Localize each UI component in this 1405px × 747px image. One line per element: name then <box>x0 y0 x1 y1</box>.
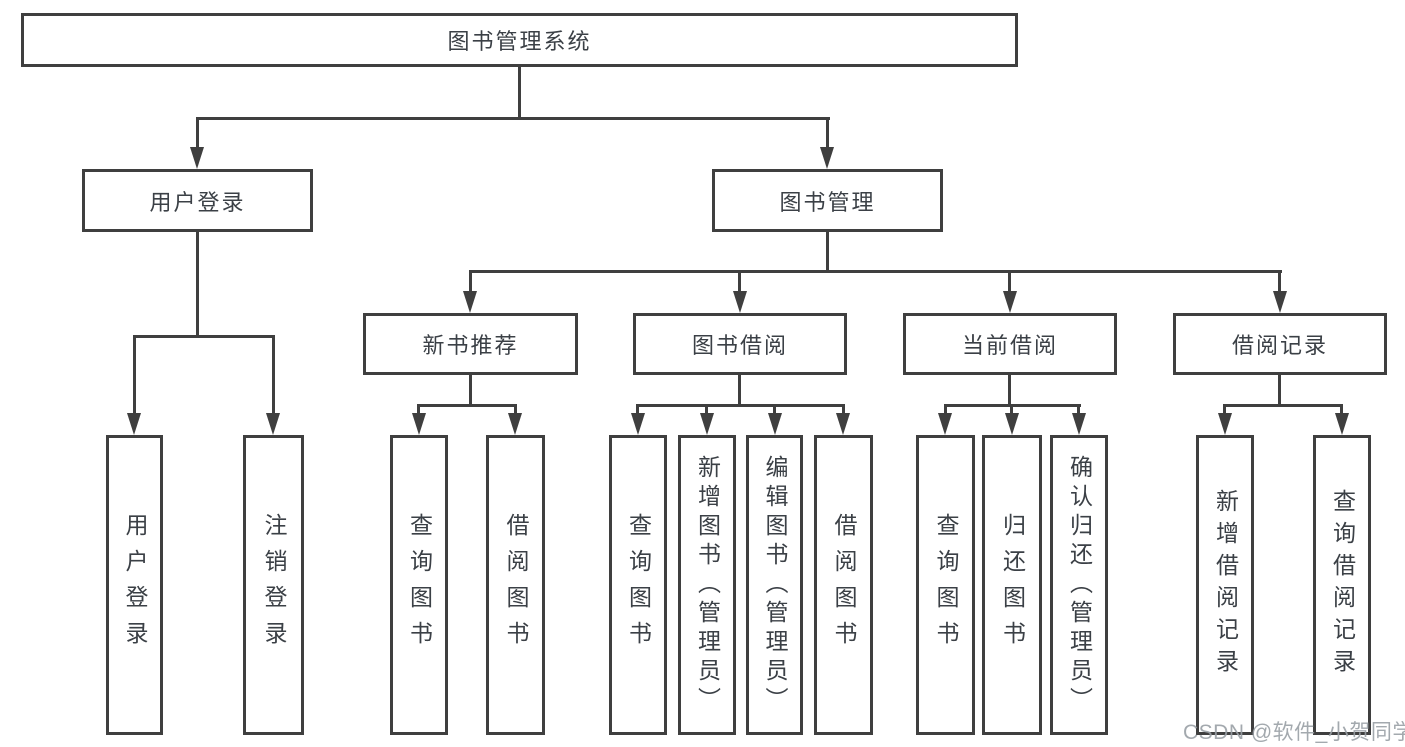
node-label: 新增图书（管理员） <box>694 454 721 716</box>
connector-vline <box>1278 270 1281 293</box>
node-label: 新增借阅记录 <box>1212 489 1239 681</box>
connector-vline <box>417 404 420 417</box>
arrowhead-down-icon <box>733 291 747 313</box>
node-label: 查询图书 <box>625 513 652 657</box>
leaf-logout-login: 注销登录 <box>243 435 304 735</box>
node-library-system: 图书管理系统 <box>21 13 1018 67</box>
node-book-borrow: 图书借阅 <box>633 313 847 375</box>
connector-vline <box>738 375 741 407</box>
connector-vline <box>636 404 639 417</box>
arrowhead-down-icon <box>1335 413 1349 435</box>
node-label: 用户登录 <box>122 513 148 657</box>
leaf-query-books: 查询图书 <box>916 435 975 735</box>
node-label: 用户登录 <box>149 189 246 215</box>
leaf-add-books-admin: 新增图书（管理员） <box>678 435 736 735</box>
leaf-add-borrow-record: 新增借阅记录 <box>1196 435 1254 735</box>
connector-vline <box>133 335 136 415</box>
node-current-borrow: 当前借阅 <box>903 313 1117 375</box>
leaf-confirm-return-admin: 确认归还（管理员） <box>1050 435 1108 735</box>
leaf-query-books: 查询图书 <box>609 435 667 735</box>
connector-vline <box>469 270 472 293</box>
connector-vline <box>1223 404 1226 417</box>
node-book-management: 图书管理 <box>712 169 943 232</box>
leaf-return-books: 归还图书 <box>982 435 1042 735</box>
arrowhead-down-icon <box>768 413 782 435</box>
node-label: 借阅图书 <box>503 513 529 657</box>
arrowhead-down-icon <box>1273 291 1287 313</box>
arrowhead-down-icon <box>127 413 141 435</box>
arrowhead-down-icon <box>1003 291 1017 313</box>
connector-vline <box>773 404 776 417</box>
connector-hline <box>417 404 517 407</box>
connector-vline <box>518 67 521 120</box>
arrowhead-down-icon <box>463 291 477 313</box>
leaf-query-borrow-record: 查询借阅记录 <box>1313 435 1371 735</box>
connector-vline <box>1340 404 1343 417</box>
node-new-book-recommend: 新书推荐 <box>363 313 578 375</box>
connector-vline <box>826 117 829 148</box>
connector-vline <box>944 404 947 417</box>
leaf-query-books: 查询图书 <box>390 435 448 735</box>
connector-vline <box>1010 404 1013 417</box>
connector-hline <box>469 270 1282 273</box>
connector-hline <box>196 117 830 120</box>
connector-hline <box>1223 404 1343 407</box>
node-label: 新书推荐 <box>422 333 519 358</box>
connector-vline <box>842 404 845 417</box>
arrowhead-down-icon <box>1072 413 1086 435</box>
node-label: 确认归还（管理员） <box>1066 454 1093 716</box>
arrowhead-down-icon <box>412 413 426 435</box>
connector-vline <box>196 117 199 148</box>
arrowhead-down-icon <box>190 147 204 169</box>
csdn-watermark: CSDN @软件_小贺同学 <box>1183 721 1405 744</box>
connector-vline <box>469 375 472 407</box>
connector-hline <box>133 335 275 338</box>
node-user-login: 用户登录 <box>82 169 313 232</box>
node-label: 图书借阅 <box>691 333 788 358</box>
node-label: 借阅图书 <box>831 513 857 657</box>
connector-vline <box>272 335 275 415</box>
node-label: 编辑图书（管理员） <box>762 454 788 716</box>
node-label: 图书管理系统 <box>447 29 592 54</box>
connector-vline <box>1278 375 1281 407</box>
leaf-borrow-books: 借阅图书 <box>486 435 545 735</box>
node-label: 查询借阅记录 <box>1329 489 1356 681</box>
arrowhead-down-icon <box>1005 413 1019 435</box>
connector-vline <box>826 232 829 273</box>
node-label: 归还图书 <box>999 513 1026 657</box>
arrowhead-down-icon <box>266 413 280 435</box>
leaf-edit-books-admin: 编辑图书（管理员） <box>746 435 803 735</box>
node-label: 注销登录 <box>261 513 287 657</box>
arrowhead-down-icon <box>700 413 714 435</box>
arrowhead-down-icon <box>508 413 522 435</box>
connector-vline <box>738 270 741 293</box>
arrowhead-down-icon <box>1218 413 1232 435</box>
arrowhead-down-icon <box>820 147 834 169</box>
node-borrow-records: 借阅记录 <box>1173 313 1387 375</box>
node-label: 当前借阅 <box>961 333 1058 358</box>
connector-vline <box>514 404 517 417</box>
arrowhead-down-icon <box>938 413 952 435</box>
node-label: 查询图书 <box>406 513 433 657</box>
connector-vline <box>1077 404 1080 417</box>
node-label: 图书管理 <box>779 189 876 215</box>
arrowhead-down-icon <box>836 413 850 435</box>
connector-vline <box>196 232 199 338</box>
node-label: 借阅记录 <box>1231 333 1328 358</box>
leaf-user-login: 用户登录 <box>106 435 163 735</box>
connector-vline <box>705 404 708 417</box>
node-label: 查询图书 <box>933 513 959 657</box>
leaf-borrow-books: 借阅图书 <box>814 435 873 735</box>
connector-hline <box>636 404 845 407</box>
arrowhead-down-icon <box>631 413 645 435</box>
connector-vline <box>1008 270 1011 293</box>
connector-vline <box>1008 375 1011 407</box>
